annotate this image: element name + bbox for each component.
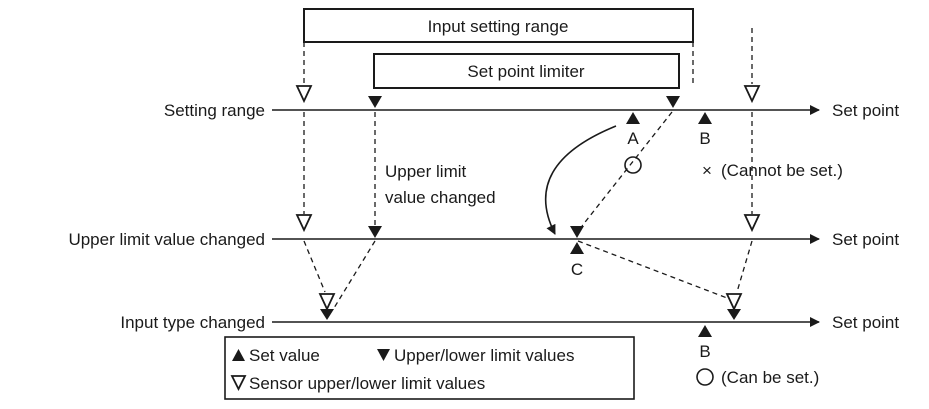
limit-upper-marker xyxy=(727,309,741,320)
row-label-upper-limit-changed: Upper limit value changed xyxy=(68,230,265,249)
sensor-limit-upper-marker xyxy=(743,214,761,233)
set-value-b-marker xyxy=(698,325,712,337)
can-be-set-label: (Can be set.) xyxy=(721,368,819,387)
input-setting-range-box: Input setting range xyxy=(303,8,694,43)
axis-label-set-point: Set point xyxy=(832,101,899,120)
connector-dash xyxy=(577,240,728,299)
connector-dash xyxy=(333,240,376,309)
connector-dash xyxy=(581,111,673,227)
connector-dash xyxy=(303,240,326,293)
limit-legend-icon xyxy=(377,349,390,361)
set-point-limiter-box: Set point limiter xyxy=(373,53,680,89)
set-point-limiter-label: Set point limiter xyxy=(467,62,584,81)
cannot-be-set-label: (Cannot be set.) xyxy=(721,161,843,180)
row-label-setting-range: Setting range xyxy=(164,101,265,120)
limit-lower-marker xyxy=(368,96,382,108)
limit-lower-marker xyxy=(320,309,334,320)
sensor-limit-upper-marker xyxy=(725,293,743,312)
upper-limit-note-line2: value changed xyxy=(385,188,496,207)
point-c-label: C xyxy=(571,260,583,279)
legend-limit-values: Upper/lower limit values xyxy=(394,346,574,365)
set-value-a-marker xyxy=(626,112,640,124)
connector-dash xyxy=(736,240,753,293)
sensor-limit-lower-marker xyxy=(295,85,313,104)
limit-upper-marker xyxy=(666,96,680,108)
limit-lower-marker xyxy=(368,226,382,238)
row-label-input-type-changed: Input type changed xyxy=(120,313,265,332)
legend-sensor-limit-values: Sensor upper/lower limit values xyxy=(249,374,485,393)
sensor-limit-lower-marker xyxy=(295,214,313,233)
sensor-limit-legend-icon xyxy=(230,375,247,392)
axis-label-set-point: Set point xyxy=(832,230,899,249)
set-value-legend-icon xyxy=(232,349,245,361)
set-value-c-marker xyxy=(570,242,584,254)
set-value-b-marker xyxy=(698,112,712,124)
point-b-label: B xyxy=(699,129,710,148)
axis-label-set-point: Set point xyxy=(832,313,899,332)
sensor-limit-lower-marker xyxy=(318,293,336,312)
legend-set-value: Set value xyxy=(249,346,320,365)
point-a-label: A xyxy=(627,129,639,148)
curved-change-arrow xyxy=(545,125,617,235)
can-set-circle-icon xyxy=(624,156,642,174)
upper-limit-note-line1: Upper limit xyxy=(385,162,467,181)
can-set-circle-icon xyxy=(696,368,714,386)
sensor-limit-upper-marker xyxy=(743,85,761,104)
legend: Set value Upper/lower limit values Senso… xyxy=(224,336,635,400)
input-setting-range-label: Input setting range xyxy=(428,17,569,36)
point-b-label: B xyxy=(699,342,710,361)
cross-icon: × xyxy=(702,161,712,180)
limit-upper-marker xyxy=(570,226,584,238)
